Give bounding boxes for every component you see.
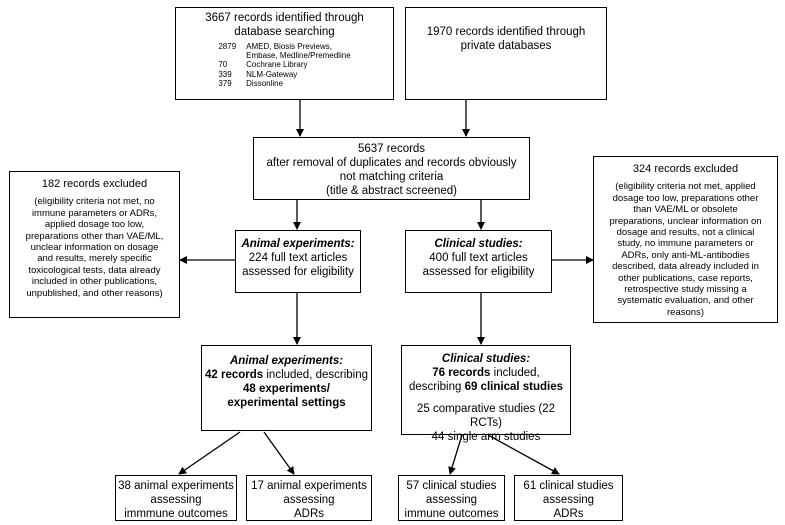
excluded-left-line: toxicological tests, data already xyxy=(28,264,161,276)
excluded-right-line: (eligibility criteria not met, applied xyxy=(615,181,756,193)
excluded-left-title: 182 records excluded xyxy=(41,178,148,190)
excluded-right-line: than VAE/ML or obsolete xyxy=(633,204,738,216)
source-count: 2879 xyxy=(218,42,237,52)
excluded-right-line: dosage too low, preparations other xyxy=(612,192,759,204)
source-name: AMED, Biosis Previews, xyxy=(246,42,332,52)
outcome-line: imm​mune outcomes xyxy=(124,508,228,521)
screened-line4: (title & abstract screened) xyxy=(325,185,458,198)
outcome-box-animal-adrs: 17 animal experiments assessing ADRs xyxy=(246,475,372,521)
excluded-left-line: unclear information on dosage xyxy=(30,241,159,253)
clinical-included-rest: included, xyxy=(490,367,540,380)
clinical-included-pre: describing xyxy=(408,381,465,394)
private-db-box: 1970 records identified through private … xyxy=(405,7,607,100)
source-count: 379 xyxy=(218,78,232,88)
source-count xyxy=(218,51,246,60)
screened-line3: not matching criteria xyxy=(339,171,444,184)
outcome-box-animal-immune: 38 animal experiments assessing imm​mune… xyxy=(115,475,237,521)
clinical-eligibility-line2: assessed for eligibility xyxy=(422,266,535,279)
excluded-left-line: (eligibility criteria not met, no xyxy=(34,196,155,208)
excluded-left-line: immune parameters or ADRs, xyxy=(31,207,158,219)
source-row: 379 Dissonline xyxy=(218,79,350,88)
outcome-box-clinical-adrs: 61 clinical studies assessing ADRs xyxy=(514,475,623,521)
screened-box: 5637 records after removal of duplicates… xyxy=(253,137,530,200)
db-search-line2: database searching xyxy=(234,26,335,39)
excluded-right-line: dosage and results, not a clinical xyxy=(616,226,755,238)
animal-included-line3: experimental settings xyxy=(227,397,346,410)
source-row: 339 NLM-Gateway xyxy=(218,70,350,79)
excluded-right-box: 324 records excluded (eligibility criter… xyxy=(593,156,778,323)
outcome-line: 38 animal experiments xyxy=(118,480,234,492)
source-name: Embase, Medline/Premedline xyxy=(246,51,351,61)
animal-included-heading: Animal experiments: xyxy=(229,355,344,367)
animal-eligibility-box: Animal experiments: 224 full text articl… xyxy=(235,230,361,293)
excluded-left-line: unpublished, and other reasons) xyxy=(26,287,163,299)
excluded-right-line: systematic evaluation, and other xyxy=(617,295,754,307)
animal-included-box: Animal experiments: 42 records included,… xyxy=(201,345,372,431)
arrow-clinical-to-outcome-4 xyxy=(487,434,560,475)
source-name: Dissonline xyxy=(246,78,284,88)
outcome-line: assessing xyxy=(283,494,335,507)
clinical-included-box: Clinical studies: 76 records included, d… xyxy=(401,345,571,443)
outcome-line: ADRs xyxy=(293,508,325,521)
source-count: 70 xyxy=(218,60,228,70)
animal-included-line2: 48 experiments/ xyxy=(243,383,330,396)
excluded-right-line: other publications, case reports, xyxy=(618,272,753,284)
outcome-line: assessing xyxy=(150,494,202,507)
outcome-line: assessing xyxy=(425,494,478,507)
animal-eligibility-line1: 224 full text articles xyxy=(248,252,348,265)
arrow-clinical-to-outcome-3 xyxy=(448,434,463,475)
private-db-line1: 1970 records identified through xyxy=(426,26,586,38)
outcome-line: 61 clinical studies xyxy=(523,480,614,492)
db-search-box: 3667 records identified through database… xyxy=(175,7,394,100)
arrow-animal-to-outcome-2 xyxy=(263,431,295,475)
excluded-left-box: 182 records excluded (eligibility criter… xyxy=(9,171,180,318)
excluded-right-line: study, no immune parameters or xyxy=(617,238,754,250)
source-name: NLM-Gateway xyxy=(246,69,298,79)
excluded-left-line: included in other publications, xyxy=(31,276,158,288)
animal-included-rest: included, describing xyxy=(263,369,369,382)
excluded-left-line: applied dosage too low, xyxy=(44,219,145,231)
clinical-eligibility-heading: Clinical studies: xyxy=(434,238,523,250)
clinical-eligibility-line1: 400 full text articles xyxy=(429,252,528,265)
excluded-right-line: retrospective study missing a xyxy=(624,283,747,295)
outcome-line: ADRs xyxy=(553,508,584,521)
clinical-eligibility-box: Clinical studies: 400 full text articles… xyxy=(405,230,552,293)
excluded-right-line: preparations, unclear information on xyxy=(609,215,762,227)
private-db-line2: private databases xyxy=(460,40,552,53)
source-name: Cochrane Library xyxy=(246,60,308,70)
clinical-included-line4: 44 single arm studies xyxy=(431,431,541,444)
clinical-included-line1: 76 records included, xyxy=(402,366,570,380)
source-row: Embase, Medline/Premedline xyxy=(218,51,351,61)
excluded-left-line: preparations other than VAE/ML, xyxy=(25,230,164,242)
clinical-included-line3: 25 comparative studies (22 RCTs) xyxy=(416,403,556,430)
excluded-right-title: 324 records excluded xyxy=(632,163,739,175)
animal-included-line1: 42 records included, describing xyxy=(202,368,371,382)
excluded-right-line: ADRs, only anti-ML-antibodies xyxy=(621,249,750,261)
source-row: 70 Cochrane Library xyxy=(218,60,350,69)
clinical-included-studies: 69 clinical studies xyxy=(464,381,564,394)
animal-eligibility-heading: Animal experiments: xyxy=(241,238,355,250)
db-sources-table: 2879 AMED, Biosis Previews, Embase, Medl… xyxy=(218,42,350,88)
db-search-line1: 3667 records identified through xyxy=(205,12,364,24)
animal-included-count: 42 records xyxy=(204,369,264,382)
excluded-right-line: described, data already included in xyxy=(612,261,759,273)
outcome-line: assessing xyxy=(542,494,595,507)
arrow-animal-to-outcome-1 xyxy=(178,431,241,475)
source-row: 2879 AMED, Biosis Previews, xyxy=(218,42,350,51)
outcome-line: immune outcomes xyxy=(404,508,499,521)
screened-line2: after removal of duplicates and records … xyxy=(266,157,517,170)
clinical-included-heading: Clinical studies: xyxy=(441,353,531,365)
screened-line1: 5637 records xyxy=(357,143,426,155)
excluded-left-line: and results, merely specific xyxy=(37,253,152,265)
outcome-line: 57 clinical studies xyxy=(406,480,497,492)
source-count: 339 xyxy=(218,69,232,79)
excluded-right-line: reasons) xyxy=(667,306,704,318)
animal-eligibility-line2: assessed for eligibility xyxy=(242,266,354,279)
outcome-line: 17 animal experiments xyxy=(251,480,367,492)
clinical-included-count: 76 records xyxy=(432,367,491,380)
outcome-box-clinical-immune: 57 clinical studies assessing immune out… xyxy=(398,475,505,521)
clinical-included-line2: describing 69 clinical studies xyxy=(402,380,570,394)
